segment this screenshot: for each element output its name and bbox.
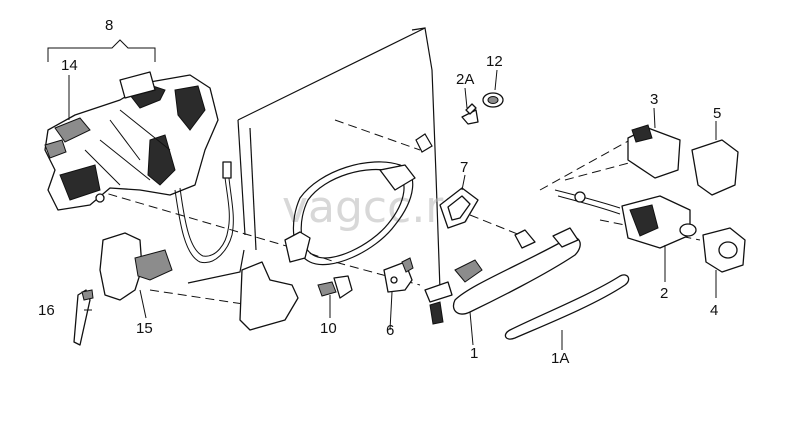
assembly-lines bbox=[94, 119, 701, 306]
callout-2a: 2A bbox=[456, 71, 474, 88]
callout-8: 8 bbox=[105, 17, 113, 34]
callout-3: 3 bbox=[650, 91, 658, 108]
callout-4: 4 bbox=[710, 302, 718, 319]
callout-14: 14 bbox=[61, 57, 78, 74]
bezel-part-4 bbox=[702, 227, 746, 273]
handle-mount bbox=[424, 259, 483, 325]
grommet bbox=[482, 92, 504, 108]
screw-part bbox=[317, 275, 353, 299]
callout-10: 10 bbox=[320, 320, 337, 337]
screw-2a bbox=[461, 103, 479, 125]
leader-lines bbox=[47, 39, 717, 350]
seal-part bbox=[99, 232, 173, 301]
callout-7: 7 bbox=[460, 159, 468, 176]
door-panel bbox=[187, 27, 441, 291]
callout-16: 16 bbox=[38, 302, 55, 319]
lock-cylinder bbox=[554, 189, 697, 249]
bracket-left bbox=[284, 164, 416, 263]
callout-15: 15 bbox=[136, 320, 153, 337]
callout-2: 2 bbox=[660, 285, 668, 302]
callout-1: 1 bbox=[470, 345, 478, 362]
gasket-part bbox=[439, 187, 479, 229]
cover-part-5 bbox=[691, 139, 739, 196]
callout-1a: 1A bbox=[551, 350, 569, 367]
callout-6: 6 bbox=[386, 322, 394, 339]
plate-part bbox=[383, 257, 414, 293]
callout-5: 5 bbox=[713, 105, 721, 122]
foam-pad bbox=[239, 261, 299, 331]
bowden-cable bbox=[174, 161, 234, 264]
carrier-mechanism bbox=[44, 71, 219, 211]
trim-strip bbox=[504, 274, 630, 340]
outer-handle bbox=[452, 227, 581, 315]
cap-part-3 bbox=[627, 124, 681, 179]
callout-labels: 8 14 12 2A 3 5 7 2 4 16 15 10 6 1 1A bbox=[38, 17, 721, 367]
watermark: vagcc.ru bbox=[282, 182, 471, 233]
clip-part bbox=[73, 289, 94, 346]
callout-12: 12 bbox=[486, 53, 503, 70]
